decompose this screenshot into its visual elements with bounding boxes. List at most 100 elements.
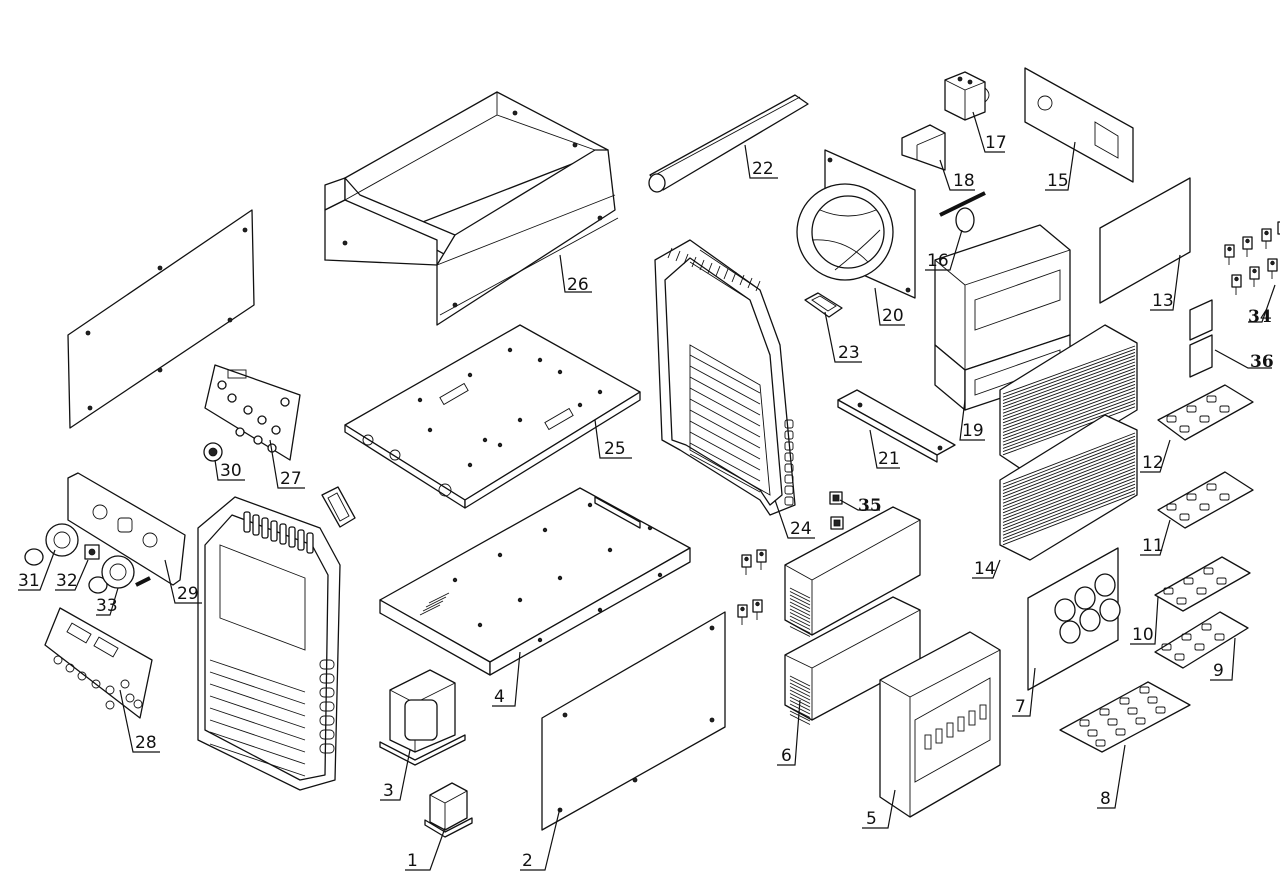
hole <box>557 575 563 581</box>
part-27-pcb <box>204 364 301 461</box>
fin <box>789 591 811 602</box>
fin <box>1002 367 1136 417</box>
transistor-hole <box>740 606 745 612</box>
label-33: 33 <box>96 596 118 616</box>
part-18-bracket <box>901 124 946 171</box>
vent <box>784 452 794 462</box>
label-25: 25 <box>604 439 626 459</box>
transistor-hole <box>1264 230 1269 236</box>
hole <box>657 572 663 578</box>
fin <box>789 710 811 722</box>
fin <box>1002 351 1136 401</box>
transistor-hole <box>1270 260 1275 266</box>
label-7: 7 <box>1015 697 1026 717</box>
pad <box>1194 643 1205 651</box>
rib <box>689 354 761 394</box>
pad <box>1155 706 1166 714</box>
rib <box>689 420 761 460</box>
capacitor <box>1074 586 1096 610</box>
hole <box>537 357 543 363</box>
slot <box>924 734 932 750</box>
pad <box>1214 633 1225 641</box>
part-24-rear-frame <box>654 239 796 516</box>
vent-slot <box>428 592 450 604</box>
fin <box>1002 364 1136 414</box>
hole <box>577 402 583 408</box>
rib <box>691 256 697 268</box>
fin <box>1002 464 1136 517</box>
part-12-heatsink <box>999 324 1138 476</box>
hole <box>647 525 653 531</box>
vent-slot <box>419 604 441 616</box>
hole <box>557 369 563 375</box>
vent <box>784 463 794 473</box>
hole <box>587 502 593 508</box>
fin <box>1002 458 1136 511</box>
rib <box>209 743 306 777</box>
label-3: 3 <box>383 781 394 801</box>
fin <box>1002 406 1136 456</box>
part-21-bar <box>837 389 956 463</box>
slot <box>957 716 965 732</box>
part-2-side-panel <box>541 611 726 831</box>
pad <box>1206 483 1217 491</box>
pad <box>1161 643 1172 651</box>
rib <box>689 365 761 405</box>
fin <box>789 587 811 599</box>
hole <box>467 462 473 468</box>
pad <box>1186 493 1197 501</box>
slot <box>935 728 943 744</box>
label-30: 30 <box>220 461 242 481</box>
fin <box>1002 435 1136 488</box>
fin <box>789 622 811 634</box>
pad <box>1139 686 1150 694</box>
part-14-heatsink <box>999 414 1138 561</box>
rib <box>689 398 761 438</box>
rib <box>707 262 713 274</box>
grip <box>319 701 335 712</box>
pad <box>1186 405 1197 413</box>
fin <box>1002 442 1136 495</box>
label-19: 19 <box>962 421 984 441</box>
pad <box>1216 577 1227 585</box>
fin <box>789 693 811 704</box>
rib <box>689 387 761 427</box>
part-26-top-cover <box>324 91 619 326</box>
slot <box>968 710 976 726</box>
part-32-switch <box>84 544 100 560</box>
fin <box>1002 474 1136 527</box>
part-3-transformer <box>379 669 466 766</box>
component <box>257 415 267 425</box>
knob <box>91 679 101 689</box>
fin <box>1002 483 1136 536</box>
pad <box>1201 623 1212 631</box>
label-15: 15 <box>1047 171 1069 191</box>
knob <box>125 693 135 703</box>
pad <box>1203 567 1214 575</box>
label-21: 21 <box>878 449 900 469</box>
label-11: 11 <box>1142 536 1164 556</box>
pad <box>1206 395 1217 403</box>
transistor-hole <box>755 601 760 607</box>
top-rib <box>261 517 269 539</box>
vent <box>784 441 794 451</box>
label-17: 17 <box>985 133 1007 153</box>
part-22-handle <box>648 94 809 193</box>
grip <box>319 715 335 726</box>
label-32: 32 <box>56 571 78 591</box>
vent-slot <box>422 600 444 612</box>
hole <box>497 442 503 448</box>
rib <box>715 265 721 277</box>
rib <box>689 442 761 482</box>
part-12-board <box>1157 384 1254 441</box>
top-rib <box>279 523 287 545</box>
fin <box>1002 348 1136 398</box>
fin <box>1002 371 1136 421</box>
fin <box>789 703 811 715</box>
pad <box>1196 587 1207 595</box>
capacitor <box>1079 608 1101 632</box>
label-1: 1 <box>407 851 418 871</box>
fin <box>1002 461 1136 514</box>
label-6: 6 <box>781 746 792 766</box>
pad <box>1181 633 1192 641</box>
